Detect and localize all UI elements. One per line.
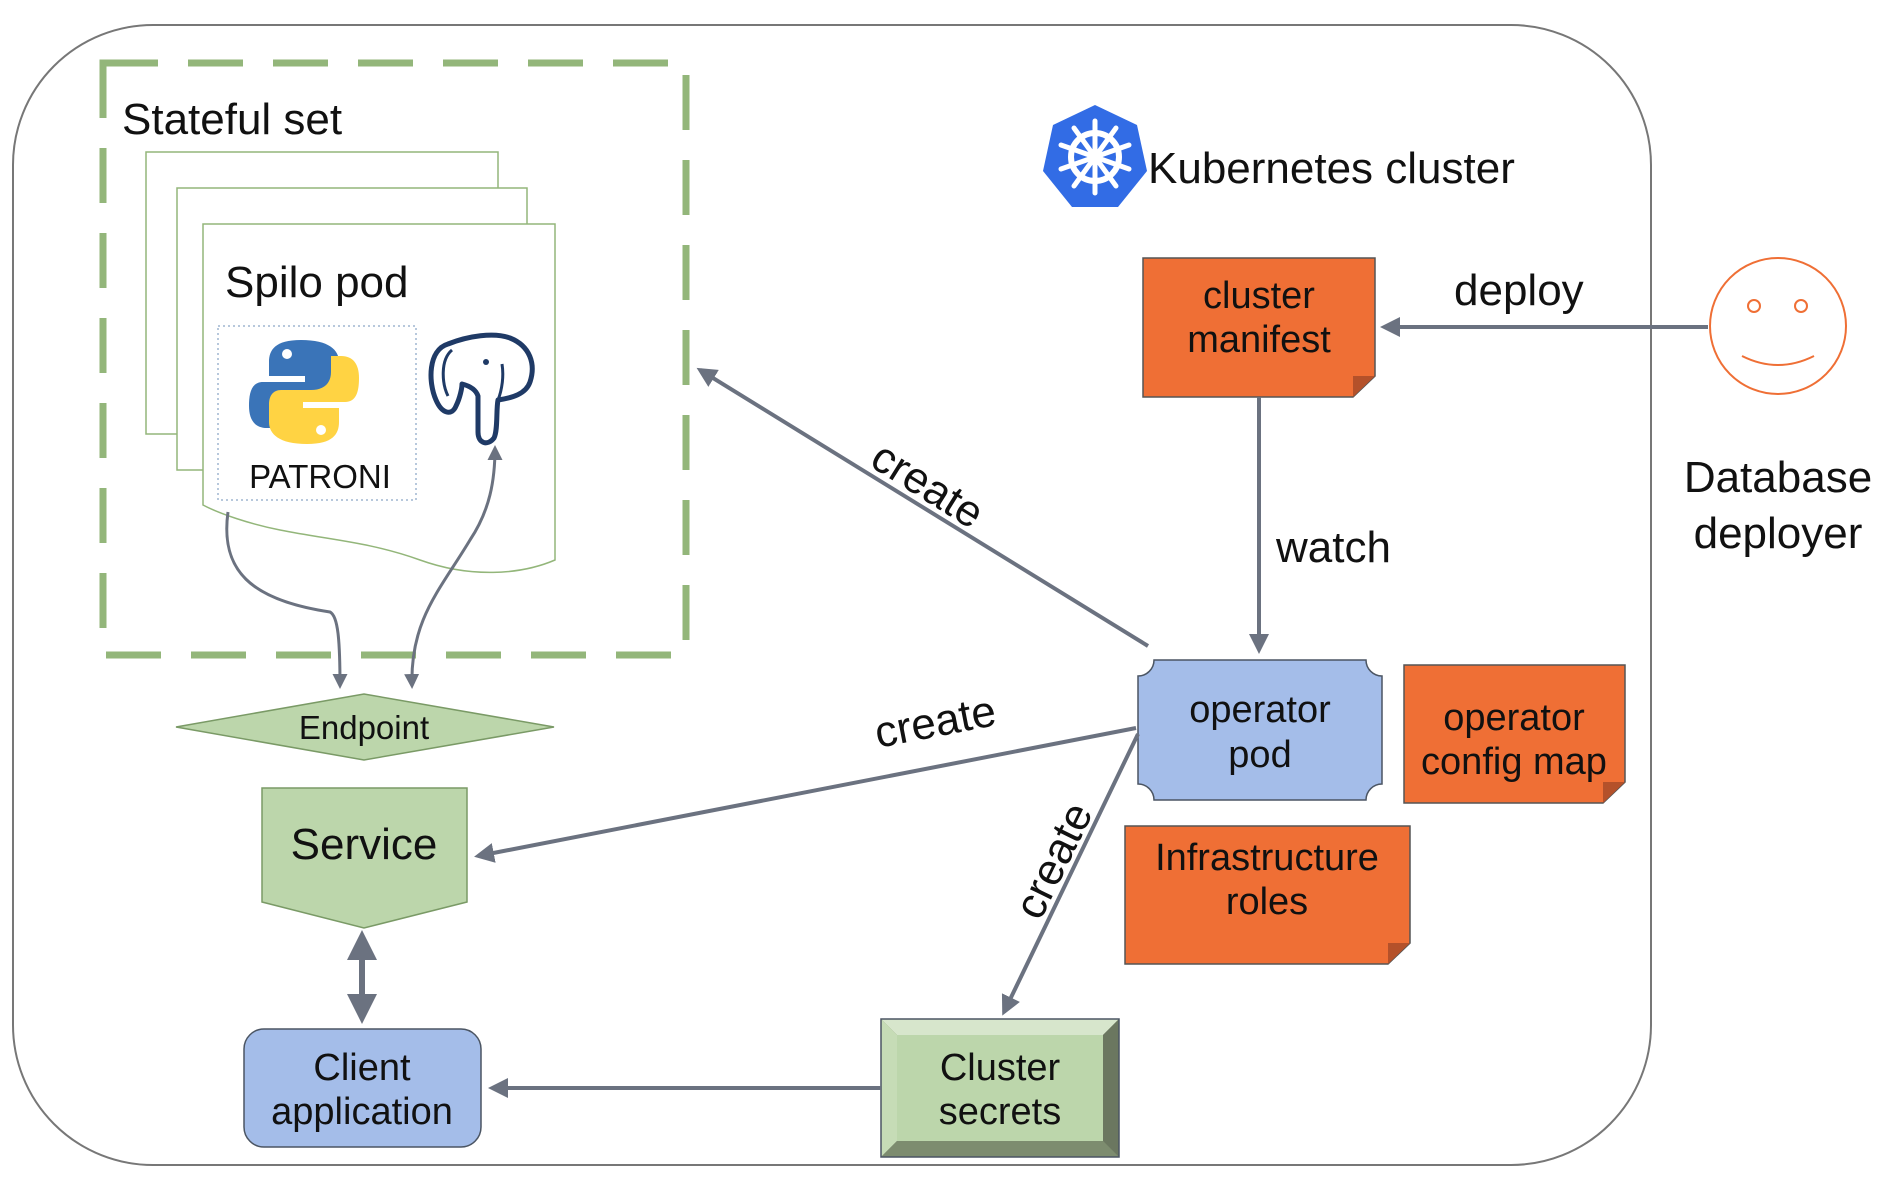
infrastructure-roles-note bbox=[1124, 825, 1411, 965]
endpoint-shape bbox=[175, 693, 555, 761]
kubernetes-cluster-boundary bbox=[12, 24, 1652, 1166]
cluster-manifest-note bbox=[1142, 257, 1376, 398]
watch-label: watch bbox=[1275, 523, 1391, 572]
spilo-pod-title: Spilo pod bbox=[225, 258, 408, 307]
infra-roles-line1: Infrastructure bbox=[1155, 837, 1379, 879]
cluster-secrets-line1: Cluster bbox=[940, 1047, 1061, 1089]
endpoint-to-postgres-arrow bbox=[404, 445, 503, 689]
deploy-label: deploy bbox=[1454, 266, 1584, 315]
client-app-line2: application bbox=[271, 1091, 453, 1133]
infra-roles-line2: roles bbox=[1226, 881, 1308, 923]
deployer-line2: deployer bbox=[1694, 509, 1863, 558]
cluster-secrets-line2: secrets bbox=[939, 1091, 1061, 1133]
python-logo-icon bbox=[249, 340, 359, 444]
cluster-secrets-box bbox=[880, 1018, 1120, 1158]
endpoint-label: Endpoint bbox=[299, 709, 429, 746]
operator-pod-line2: pod bbox=[1228, 734, 1291, 776]
cluster-title: Kubernetes cluster bbox=[1148, 144, 1515, 193]
operator-to-statefulset-arrow bbox=[696, 367, 1150, 648]
operator-to-secrets-arrow bbox=[1001, 733, 1140, 1016]
smiley-face-icon bbox=[1709, 257, 1847, 395]
create-statefulset-label: create bbox=[863, 432, 993, 538]
operator-config-line1: operator bbox=[1443, 697, 1585, 739]
cluster-manifest-line2: manifest bbox=[1187, 319, 1331, 361]
kubernetes-logo-icon bbox=[1043, 105, 1147, 207]
operator-config-map-note bbox=[1403, 664, 1626, 804]
create-secrets-label: create bbox=[1005, 795, 1103, 926]
operator-config-line2: config map bbox=[1421, 741, 1607, 783]
deployer-line1: Database bbox=[1684, 453, 1872, 502]
patroni-container bbox=[217, 325, 417, 501]
operator-pod-line1: operator bbox=[1189, 689, 1331, 731]
service-shape bbox=[261, 787, 468, 929]
cluster-manifest-line1: cluster bbox=[1203, 275, 1315, 317]
service-label: Service bbox=[291, 820, 438, 869]
client-application-box bbox=[243, 1028, 482, 1148]
create-service-label: create bbox=[871, 686, 1000, 757]
client-app-line1: Client bbox=[313, 1047, 411, 1089]
patroni-to-endpoint-arrow bbox=[225, 511, 348, 689]
statefulset-boundary bbox=[99, 59, 690, 659]
operator-to-service-arrow bbox=[474, 726, 1137, 863]
operator-pod-shape bbox=[1137, 659, 1383, 801]
statefulset-title: Stateful set bbox=[122, 95, 342, 144]
patroni-label: PATRONI bbox=[249, 458, 391, 495]
postgresql-elephant-icon bbox=[428, 332, 535, 446]
